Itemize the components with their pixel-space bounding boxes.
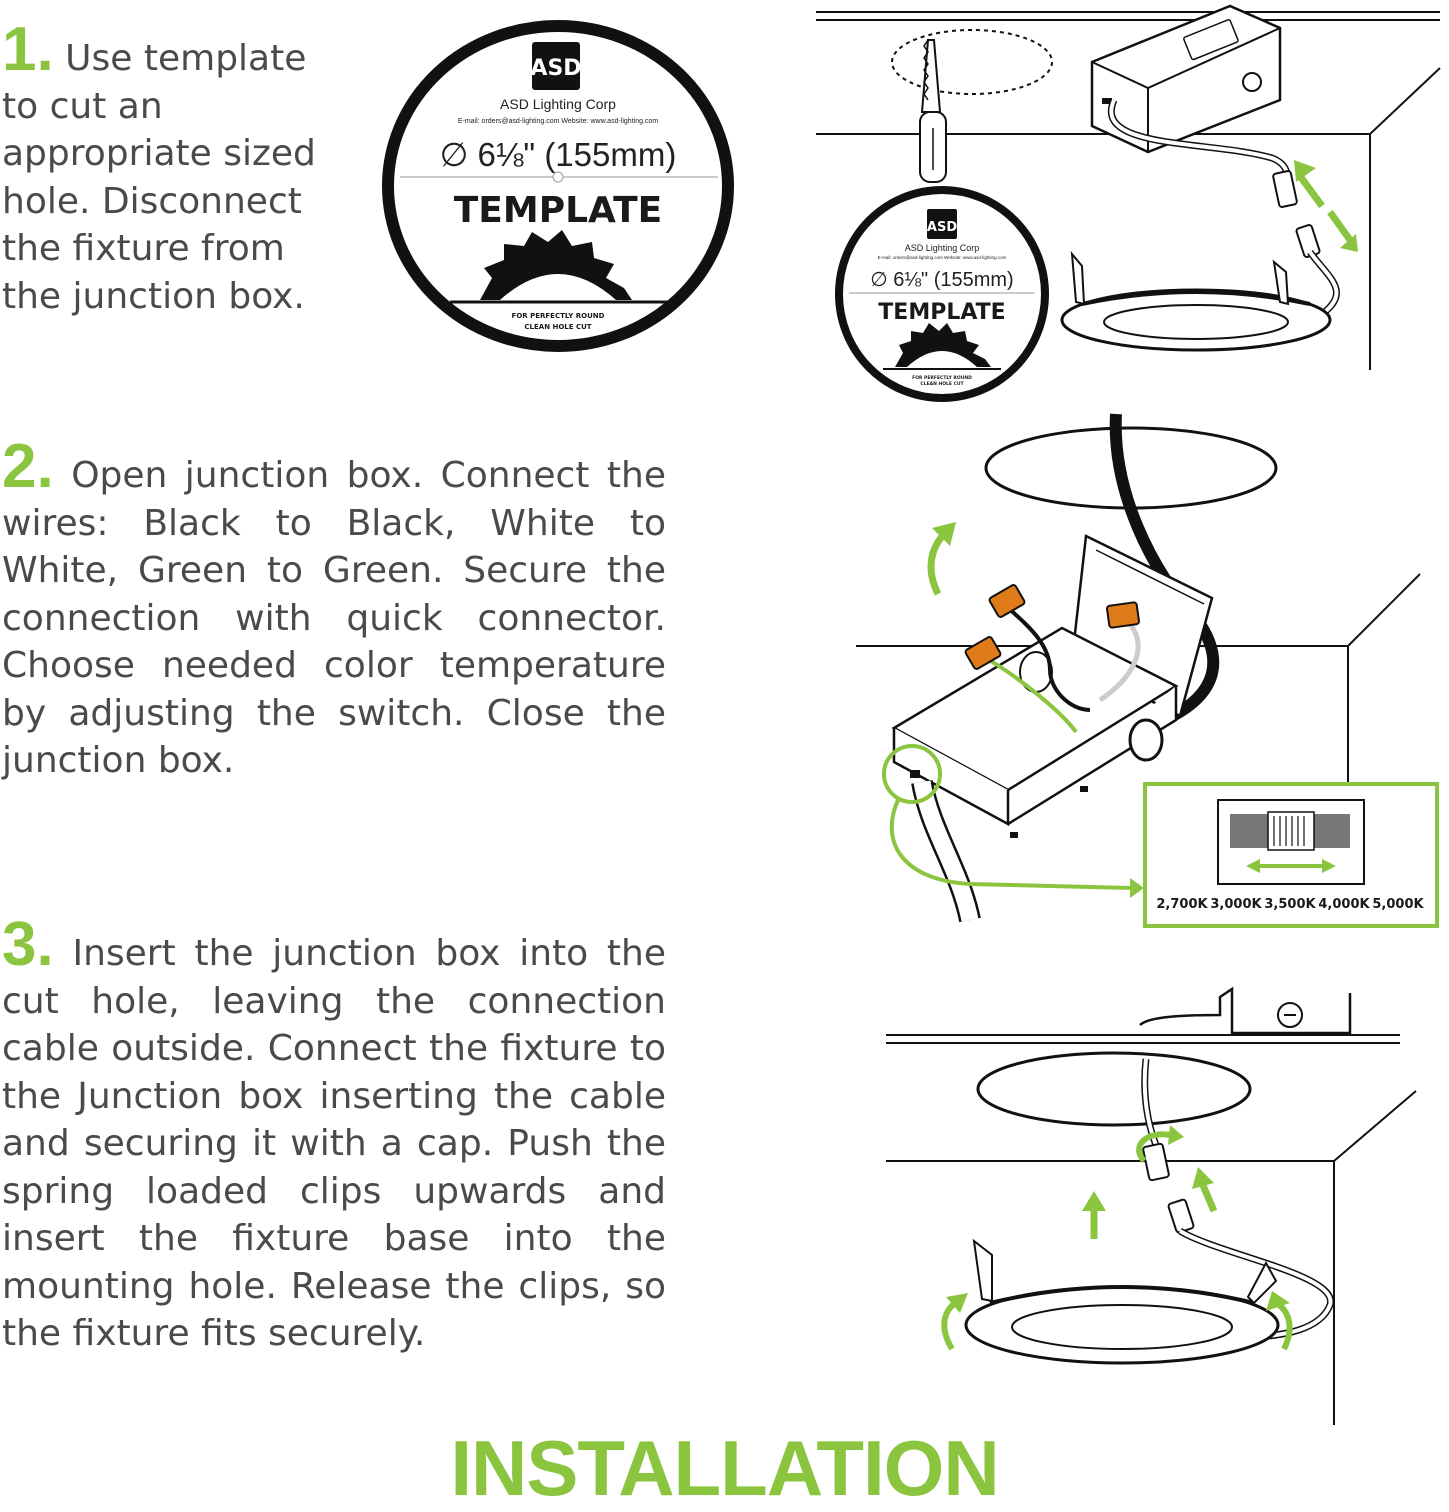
template-size: ∅ 6⅛" (155mm) bbox=[440, 136, 677, 173]
step-number: 2. bbox=[2, 432, 54, 501]
template-label: TEMPLATE bbox=[454, 190, 663, 231]
template-contact: E-mail: orders@asd-lighting.com Website:… bbox=[878, 255, 1007, 260]
step-1: 1. Use template to cut an appropriate si… bbox=[2, 19, 342, 320]
page-title: INSTALLATION bbox=[450, 1424, 999, 1512]
color-temp-label: 2,700K bbox=[1156, 897, 1208, 912]
step-text: Open junction box. Connect the wires: Bl… bbox=[2, 455, 666, 781]
twist-cap-arrow-icon bbox=[1136, 1125, 1184, 1163]
jigsaw-blade-icon bbox=[919, 39, 947, 183]
saw-blade-icon bbox=[480, 230, 632, 300]
color-temperature-switch: 2,700K 3,000K 3,500K 4,000K 5,000K bbox=[1143, 782, 1439, 928]
disconnect-arrow-icon bbox=[1294, 160, 1358, 252]
template-footer-1: FOR PERFECTLY ROUND bbox=[512, 312, 605, 320]
template-logo: ASD bbox=[530, 56, 581, 81]
step-2-illustration: 2,700K 3,000K 3,500K 4,000K 5,000K bbox=[856, 413, 1439, 928]
junction-box-icon bbox=[1090, 4, 1282, 154]
color-temp-label: 4,000K bbox=[1318, 897, 1370, 912]
step-number: 3. bbox=[2, 910, 54, 979]
junction-box-open-icon bbox=[891, 534, 1214, 838]
clip-arrow-icon bbox=[941, 1291, 1293, 1351]
template-logo: ASD bbox=[927, 220, 957, 235]
step-3: 3. Insert the junction box into the cut … bbox=[2, 914, 666, 1358]
step-3-illustration bbox=[886, 986, 1417, 1425]
cutting-template-large: ASD ASD Lighting Corp E-mail: orders@asd… bbox=[382, 20, 734, 352]
push-up-arrow-icon bbox=[1082, 1167, 1218, 1239]
saw-blade-icon bbox=[895, 323, 991, 367]
template-company: ASD Lighting Corp bbox=[500, 96, 616, 112]
template-company: ASD Lighting Corp bbox=[905, 243, 980, 253]
led-fixture-icon bbox=[964, 1238, 1280, 1365]
insert-arrow-icon bbox=[927, 522, 956, 596]
template-footer-2: CLEAN HOLE CUT bbox=[524, 323, 591, 331]
step-text: Use template to cut an appropriate sized… bbox=[2, 38, 316, 317]
color-temp-label: 5,000K bbox=[1372, 897, 1424, 912]
template-size: ∅ 6⅛" (155mm) bbox=[870, 269, 1013, 291]
step-number: 1. bbox=[2, 15, 54, 84]
step-2: 2. Open junction box. Connect the wires:… bbox=[2, 436, 666, 785]
led-fixture-icon bbox=[1060, 250, 1332, 352]
color-temp-label: 3,000K bbox=[1210, 897, 1262, 912]
quick-connector-icon bbox=[964, 584, 1140, 670]
color-temp-label: 3,500K bbox=[1264, 897, 1316, 912]
template-footer-1: FOR PERFECTLY ROUND bbox=[912, 375, 972, 381]
template-footer-2: CLEAN HOLE CUT bbox=[920, 381, 964, 387]
cutting-template-small: ASD ASD Lighting Corp E-mail: orders@asd… bbox=[835, 186, 1049, 402]
template-contact: E-mail: orders@asd-lighting.com Website:… bbox=[458, 118, 658, 125]
template-label: TEMPLATE bbox=[878, 300, 1005, 325]
step-1-illustration bbox=[816, 4, 1441, 370]
step-text: Insert the junction box into the cut hol… bbox=[2, 933, 666, 1354]
